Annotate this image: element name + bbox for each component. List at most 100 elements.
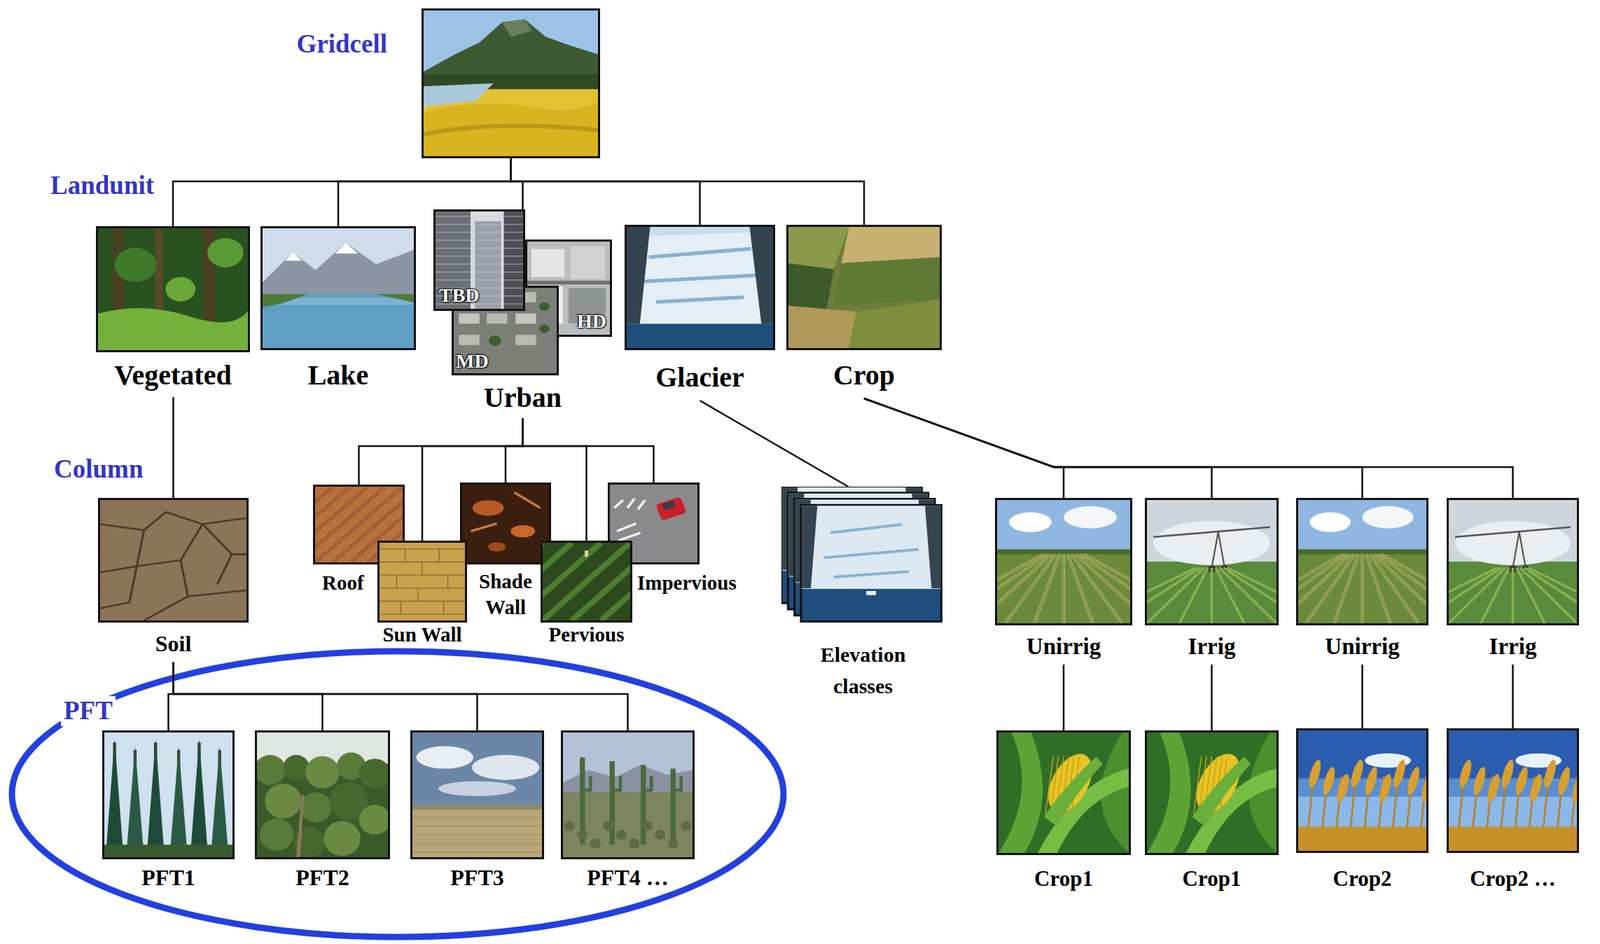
node-label: Crop1 — [968, 866, 1159, 892]
photo-thumbnail — [781, 486, 945, 626]
node-label: Irrig — [1116, 633, 1307, 661]
photo-thumbnail — [95, 226, 250, 353]
node-label: PFT2 — [226, 864, 419, 891]
level-label: PFT — [60, 696, 116, 727]
image-node: Pervious — [540, 540, 633, 647]
node-label: Impervious — [637, 571, 700, 595]
photo-thumbnail — [1144, 730, 1279, 855]
node-label: Lake — [232, 359, 444, 392]
image-node: UrbanTBDHDMD — [433, 209, 612, 414]
connector-line — [511, 158, 865, 225]
image-node: Irrig — [1446, 497, 1579, 661]
node-label: Glacier — [596, 361, 804, 394]
level-label: Column — [53, 454, 143, 485]
connector-line — [864, 398, 1363, 498]
photo-illustration — [256, 732, 388, 858]
level-label: Gridcell — [296, 29, 388, 60]
connector-line — [1062, 664, 1066, 731]
connector-line — [173, 662, 478, 731]
connector-line — [172, 397, 175, 498]
connector-line — [359, 418, 524, 485]
node-label: Crop — [758, 359, 970, 392]
image-node: Unirrig — [995, 497, 1133, 661]
photo-illustration — [462, 484, 549, 563]
connector-line — [173, 662, 323, 731]
photo-illustration — [1298, 730, 1427, 851]
photo-thumbnail — [540, 540, 633, 623]
photo-thumbnail — [254, 730, 391, 860]
connector-line — [864, 398, 1064, 498]
photo-thumbnail — [1446, 728, 1579, 853]
image-node: TBD — [433, 209, 526, 311]
node-label: Crop2 … — [1418, 866, 1600, 892]
photo-illustration — [100, 499, 247, 621]
image-node: PFT1 — [102, 730, 235, 891]
connector-line — [1511, 664, 1514, 729]
photo-thumbnail — [98, 497, 249, 623]
image-node: Lake — [260, 226, 416, 392]
photo-thumbnail — [260, 226, 416, 351]
photo-illustration — [412, 732, 542, 858]
image-node: Glacier — [624, 224, 776, 394]
photo-illustration — [98, 228, 248, 351]
photo-illustration — [423, 10, 598, 157]
photo-illustration — [104, 732, 233, 858]
overlay-label: MD — [455, 350, 489, 373]
image-node: Irrig — [1144, 497, 1279, 661]
photo-illustration — [1448, 499, 1577, 624]
photo-illustration — [542, 542, 631, 621]
connector-line — [173, 662, 629, 731]
photo-illustration — [626, 226, 774, 349]
image-node: Vegetated — [95, 226, 250, 392]
photo-thumbnail — [102, 730, 235, 860]
node-label: Sun Wall — [349, 623, 496, 647]
image-node: PFT3 — [410, 730, 545, 891]
node-label: Unirrig — [1268, 633, 1457, 661]
image-node: Crop1 — [1144, 730, 1279, 892]
node-label: Shade Wall — [467, 568, 545, 621]
image-node: Sun Wall — [377, 540, 468, 647]
photo-illustration — [997, 499, 1131, 624]
node-label: Soil — [70, 630, 277, 657]
photo-illustration — [781, 486, 945, 626]
node-label: Pervious — [512, 623, 661, 647]
image-node: Elevation classes — [781, 486, 945, 702]
overlay-label: TBD — [439, 284, 480, 307]
image-node: PFT2 — [254, 730, 391, 891]
photo-illustration — [1298, 499, 1427, 624]
photo-illustration — [998, 732, 1129, 853]
connector-line — [864, 398, 1213, 498]
connector-line — [505, 418, 524, 483]
overlay-label: HD — [576, 310, 607, 333]
level-label: Landunit — [50, 170, 155, 201]
connector-line — [864, 398, 1514, 498]
connector-line — [700, 400, 849, 487]
image-node: Crop2 — [1296, 728, 1429, 892]
photo-thumbnail — [1446, 497, 1579, 626]
photo-illustration — [788, 226, 940, 349]
photo-illustration — [1146, 732, 1277, 853]
photo-thumbnail — [377, 540, 468, 623]
photo-thumbnail — [786, 224, 942, 351]
photo-illustration — [1146, 499, 1277, 624]
image-node: Shade Wall — [460, 482, 552, 621]
image-node: PFT4 … — [560, 730, 695, 891]
node-label: PFT1 — [74, 864, 263, 891]
node-label: Elevation classes — [800, 638, 927, 702]
node-label: Vegetated — [67, 359, 278, 392]
photo-illustration — [262, 228, 414, 349]
connector-line — [511, 158, 524, 210]
node-label: PFT4 … — [532, 864, 723, 891]
node-label: Urban — [405, 381, 640, 414]
image-node: Crop — [786, 224, 942, 392]
image-node: Gridcell — [421, 8, 601, 159]
image-node: Unirrig — [1296, 497, 1429, 661]
photo-illustration — [379, 542, 465, 621]
photo-thumbnail — [1296, 497, 1429, 626]
photo-thumbnail — [560, 730, 695, 860]
node-label: Unirrig — [967, 633, 1161, 661]
highlight-ellipse — [11, 651, 784, 937]
node-label: Crop2 — [1268, 866, 1457, 892]
image-node: Crop1 — [996, 730, 1131, 892]
